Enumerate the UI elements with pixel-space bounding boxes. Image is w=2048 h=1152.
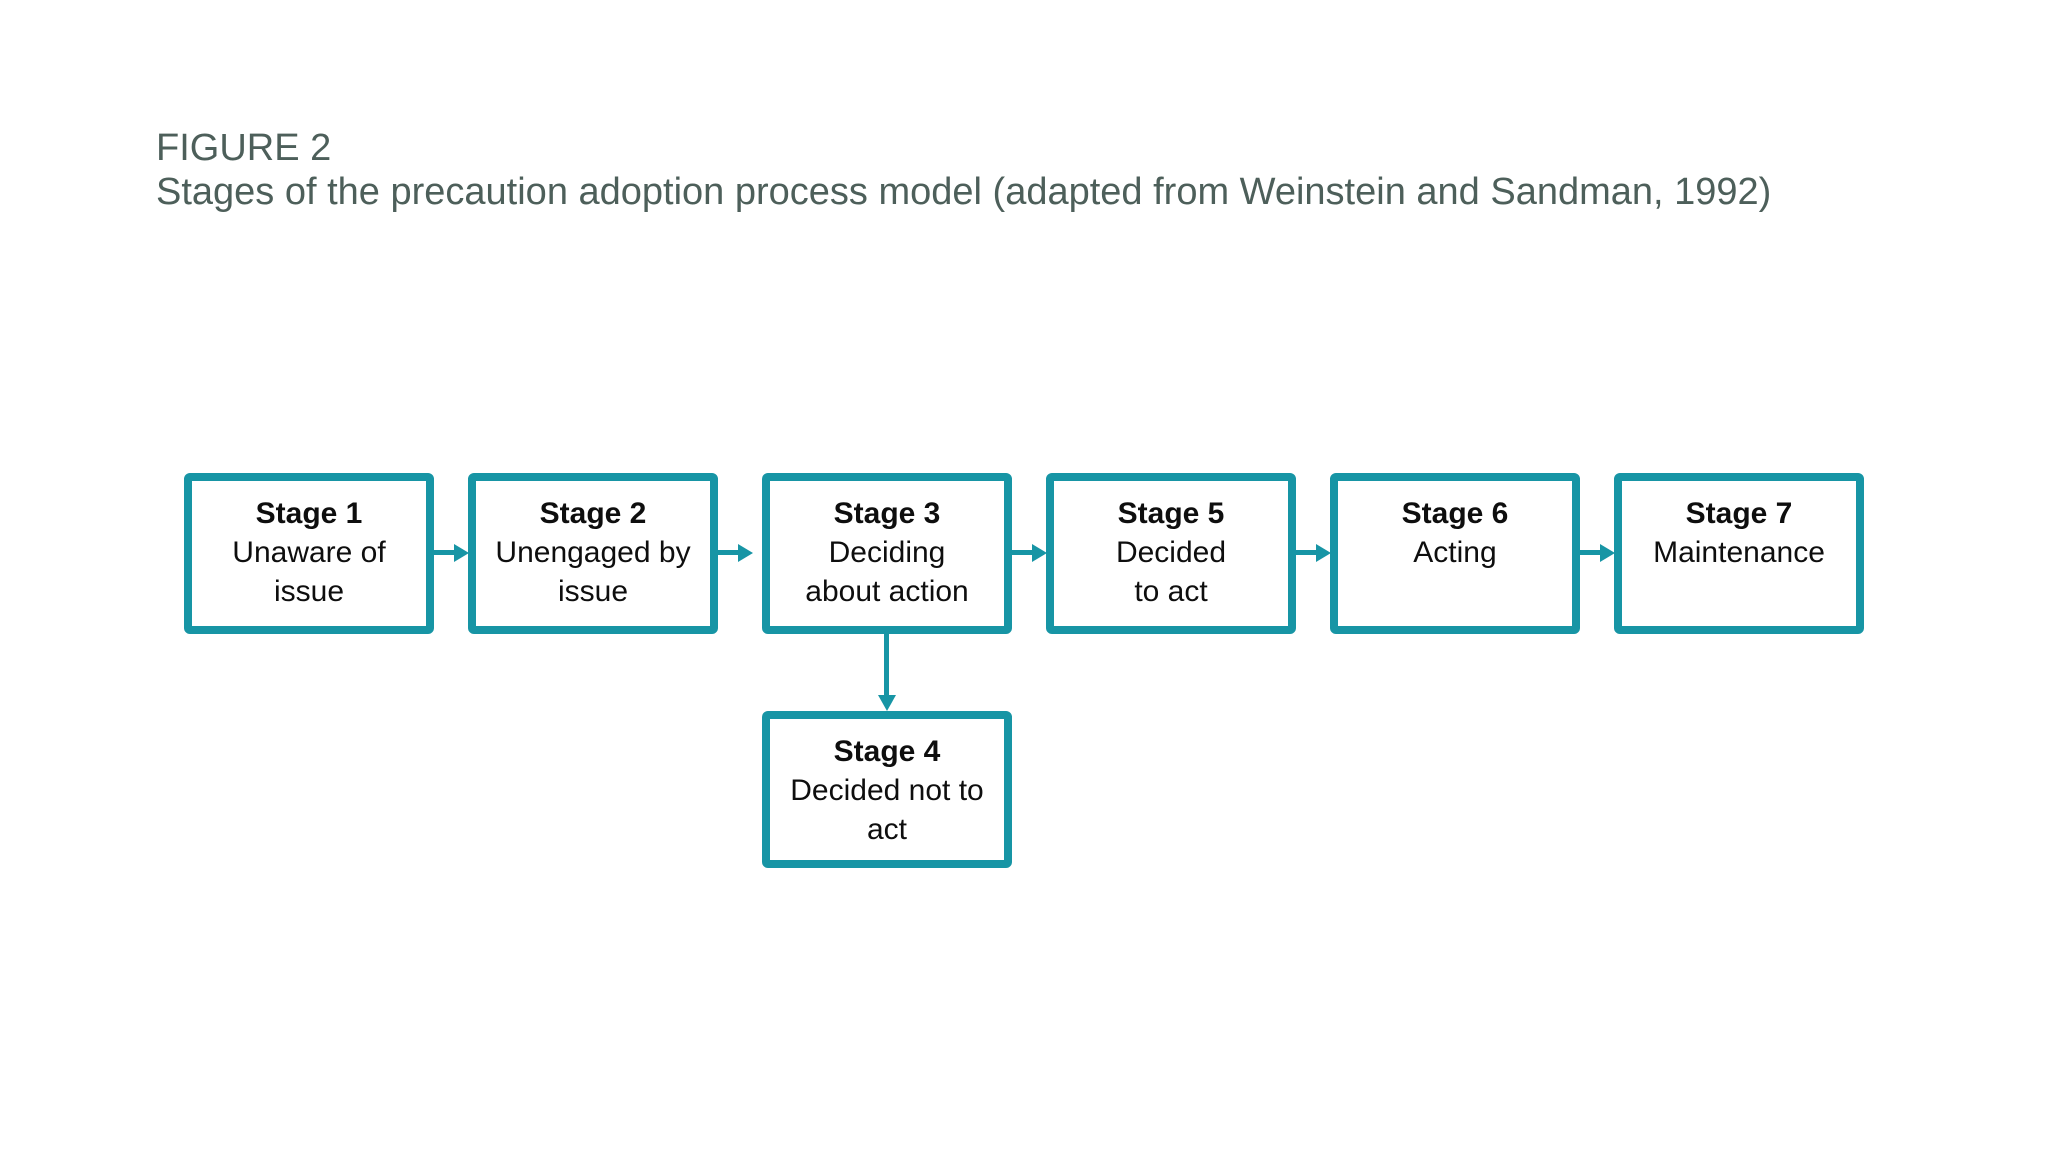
arrow-stage1-to-stage2-icon	[434, 550, 454, 555]
stage-1-title: Stage 1	[255, 497, 363, 530]
figure-label: FIGURE 2	[156, 127, 332, 169]
stage-3-title: Stage 3	[833, 497, 941, 530]
stage-4-title: Stage 4	[833, 735, 941, 768]
stage-6-subtitle: Acting	[1413, 536, 1497, 569]
stage-2-title: Stage 2	[539, 497, 647, 530]
arrow-stage6-to-stage7-icon	[1580, 550, 1600, 555]
stage-5-title: Stage 5	[1117, 497, 1225, 530]
arrow-stage2-to-stage3-icon	[718, 550, 738, 555]
stage-5-subtitle: Decided to act	[1115, 536, 1227, 608]
stage-2-box: Stage 2 Unengaged by issue	[468, 473, 718, 634]
stage-4-box: Stage 4 Decided not to act	[762, 711, 1012, 868]
stage-3-subtitle: Deciding about action	[805, 536, 969, 608]
arrow-stage3-to-stage5-icon	[1012, 550, 1032, 555]
stage-7-subtitle: Maintenance	[1653, 536, 1825, 569]
stage-1-box: Stage 1 Unaware of issue	[184, 473, 434, 634]
stage-4-subtitle: Decided not to act	[790, 774, 984, 846]
figure-header: FIGURE 2 Stages of the precaution adopti…	[156, 126, 1771, 214]
stage-7-title: Stage 7	[1685, 497, 1793, 530]
stage-6-box: Stage 6 Acting	[1330, 473, 1580, 634]
stage-7-box: Stage 7 Maintenance	[1614, 473, 1864, 634]
stage-2-subtitle: Unengaged by issue	[495, 536, 691, 608]
stage-5-box: Stage 5 Decided to act	[1046, 473, 1296, 634]
figure-caption: Stages of the precaution adoption proces…	[156, 171, 1772, 213]
arrow-stage3-to-stage4-icon	[884, 634, 889, 695]
stage-3-box: Stage 3 Deciding about action	[762, 473, 1012, 634]
stage-6-title: Stage 6	[1401, 497, 1509, 530]
arrow-stage5-to-stage6-icon	[1296, 550, 1316, 555]
stage-1-subtitle: Unaware of issue	[232, 536, 386, 608]
